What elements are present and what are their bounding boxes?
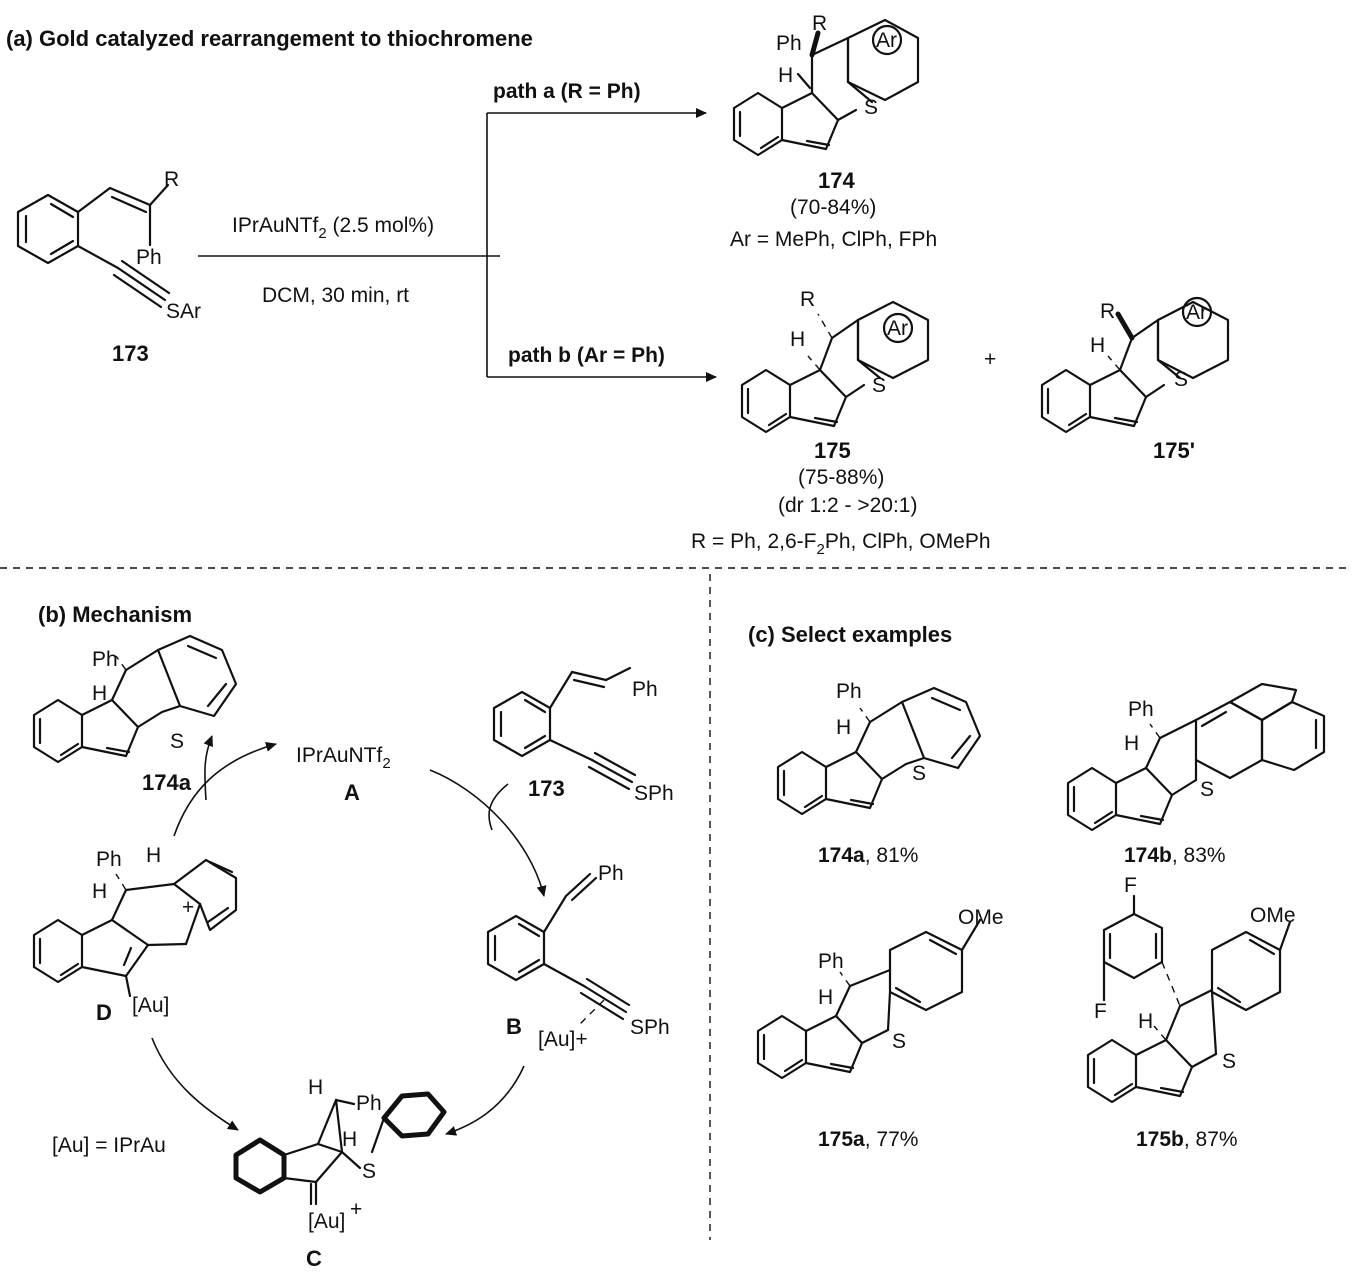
catalyst-label: IPrAuNTf2 xyxy=(296,744,391,772)
structure-173-cycle: Ph SPh xyxy=(492,666,674,805)
example-175a-label: 175a, 77% xyxy=(818,1128,918,1151)
atom-label-sph: SPh xyxy=(634,782,674,805)
atom-label-r: R xyxy=(164,168,179,191)
reaction-arrows-a xyxy=(198,108,717,382)
atom-label-ar: Ar xyxy=(1186,301,1207,324)
structure-175a-example: Ph H S OMe xyxy=(756,906,1004,1080)
atom-label-h: H xyxy=(1124,732,1139,755)
section-c-title: (c) Select examples xyxy=(748,622,952,647)
section-a-title: (a) Gold catalyzed rearrangement to thio… xyxy=(6,26,533,51)
atom-label-s: S xyxy=(1222,1050,1236,1073)
structure-intermediate-b: Ph SPh xyxy=(486,862,670,1039)
structure-173: R Ph SAr xyxy=(16,168,201,323)
atom-label-h: H xyxy=(818,986,833,1009)
atom-label-ph: Ph xyxy=(776,32,802,55)
atom-label-sph: SPh xyxy=(630,1016,670,1039)
atom-label-s: S xyxy=(864,96,878,119)
atom-label-h: H xyxy=(790,328,805,351)
atom-label-ar: Ar xyxy=(876,29,897,52)
compound-id-174: 174 xyxy=(818,168,855,193)
atom-label-ph: Ph xyxy=(598,862,624,885)
atom-label-r: R xyxy=(812,12,827,35)
compound-id-175-prime: 175' xyxy=(1153,438,1195,463)
atom-label-s: S xyxy=(892,1030,906,1053)
atom-label-ome: OMe xyxy=(1250,904,1296,927)
au-label-d: [Au] xyxy=(132,994,169,1017)
atom-label-s: S xyxy=(362,1160,376,1183)
atom-label-ph: Ph xyxy=(136,246,162,269)
structure-174: Ph R H Ar S xyxy=(732,12,920,157)
scope-174: Ar = MePh, ClPh, FPh xyxy=(730,228,937,251)
atom-label-ph: Ph xyxy=(1128,698,1154,721)
atom-label-f: F xyxy=(1124,874,1137,897)
atom-label-h: H xyxy=(92,880,107,903)
atom-label-ph: Ph xyxy=(92,648,118,671)
cation-plus: + xyxy=(182,896,194,919)
atom-label-s: S xyxy=(1200,778,1214,801)
compound-id-175: 175 xyxy=(814,438,851,463)
compound-id-173: 173 xyxy=(112,341,149,366)
structure-intermediate-c: H Ph H S [Au] + xyxy=(233,1076,447,1233)
atom-label-h: H xyxy=(1090,334,1105,357)
structure-175-prime: R H Ar S xyxy=(1040,296,1230,434)
atom-label-h: H xyxy=(342,1128,357,1151)
atom-label-ph: Ph xyxy=(96,848,122,871)
compound-id-174a-cycle: 174a xyxy=(142,770,192,795)
example-175b-label: 175b, 87% xyxy=(1136,1128,1238,1151)
atom-label-f: F xyxy=(1094,1000,1107,1023)
intermediate-id-c: C xyxy=(306,1246,322,1271)
atom-label-h: H xyxy=(146,844,161,867)
atom-label-s: S xyxy=(872,374,886,397)
yield-175: (75-88%) xyxy=(798,466,884,489)
atom-label-ph: Ph xyxy=(356,1092,382,1115)
cation-plus-c: + xyxy=(350,1198,362,1221)
atom-label-s: S xyxy=(912,762,926,785)
catalytic-cycle-arrows xyxy=(151,735,547,1136)
structure-175: R H Ar S xyxy=(740,288,930,434)
atom-label-ar: Ar xyxy=(887,317,908,340)
structure-175b-example: F F H S OMe xyxy=(1086,874,1296,1104)
atom-label-s: S xyxy=(170,730,184,753)
atom-label-h: H xyxy=(92,682,107,705)
atom-label-s: S xyxy=(1174,368,1188,391)
atom-label-ph: Ph xyxy=(836,680,862,703)
reagent-line-2: DCM, 30 min, rt xyxy=(262,284,409,307)
dr-175: (dr 1:2 - >20:1) xyxy=(778,494,917,517)
plus-sign: + xyxy=(984,348,996,371)
atom-label-r: R xyxy=(1100,300,1115,323)
intermediate-id-d: D xyxy=(96,1000,112,1025)
path-b-label: path b (Ar = Ph) xyxy=(508,344,665,367)
au-definition: [Au] = IPrAu xyxy=(52,1134,166,1157)
yield-174: (70-84%) xyxy=(790,196,876,219)
structure-174b-example: Ph H S xyxy=(1066,682,1326,832)
structure-174a-cycle: Ph H S xyxy=(32,634,238,764)
example-174b-label: 174b, 83% xyxy=(1124,844,1226,867)
scope-175: R = Ph, 2,6-F2Ph, ClPh, OMePh xyxy=(691,530,991,558)
section-b-title: (b) Mechanism xyxy=(38,602,192,627)
reagent-line-1: IPrAuNTf2 (2.5 mol%) xyxy=(232,214,434,242)
au-cation-c: [Au] xyxy=(308,1210,345,1233)
compound-id-173-cycle: 173 xyxy=(528,776,565,801)
au-cation-b: [Au]+ xyxy=(538,1028,588,1051)
atom-label-r: R xyxy=(800,288,815,311)
structure-174a-example: Ph H S xyxy=(776,680,982,816)
atom-label-h: H xyxy=(778,64,793,87)
atom-label-h: H xyxy=(836,716,851,739)
atom-label-ome: OMe xyxy=(958,906,1004,929)
catalyst-id-a: A xyxy=(344,780,360,805)
structure-intermediate-d: Ph H H + [Au] xyxy=(32,844,238,1017)
atom-label-h: H xyxy=(308,1076,323,1099)
atom-label-sar: SAr xyxy=(166,300,201,323)
intermediate-id-b: B xyxy=(506,1014,522,1039)
example-174a-label: 174a, 81% xyxy=(818,844,918,867)
path-a-label: path a (R = Ph) xyxy=(493,80,641,103)
atom-label-ph: Ph xyxy=(632,678,658,701)
atom-label-ph: Ph xyxy=(818,950,844,973)
atom-label-h: H xyxy=(1138,1010,1153,1033)
